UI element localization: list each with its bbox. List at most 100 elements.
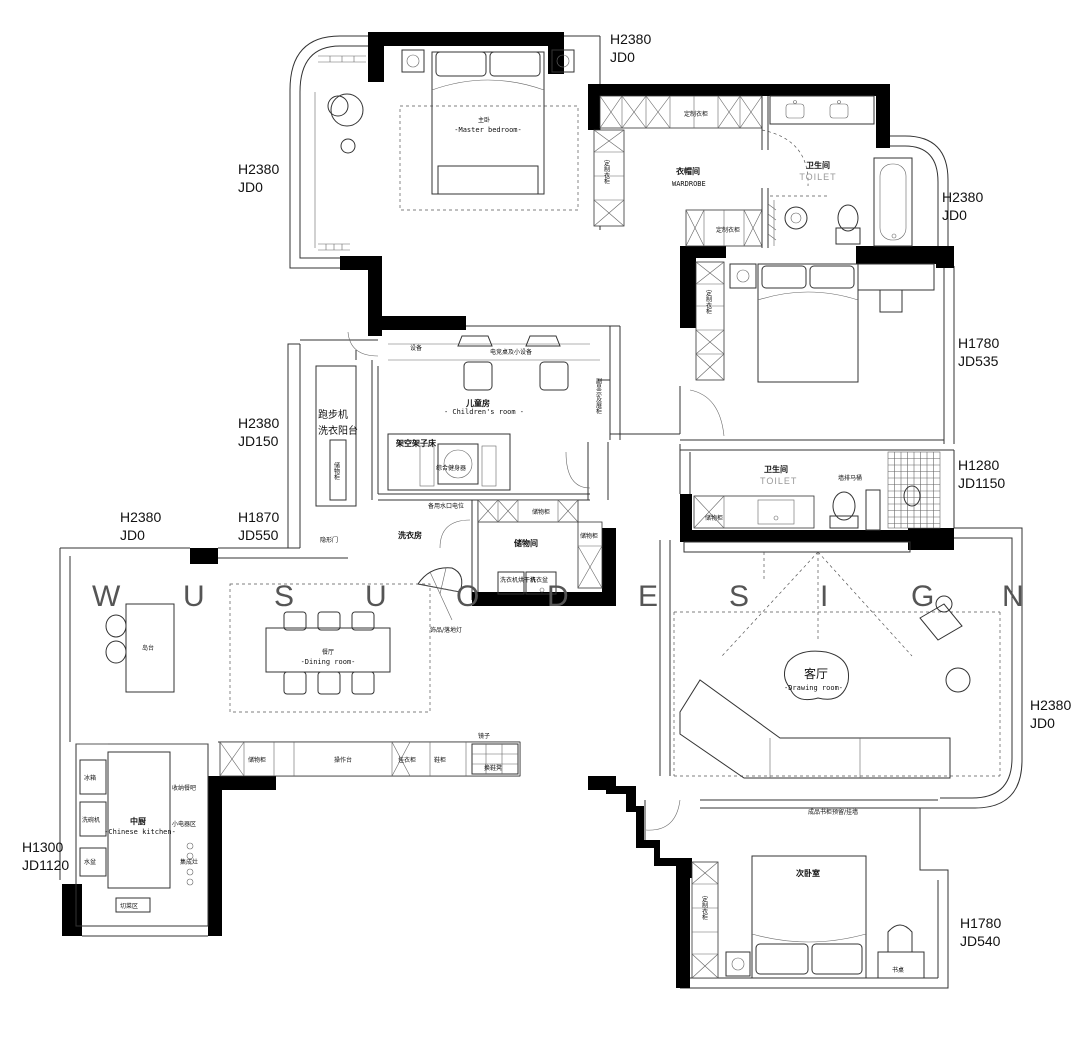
second-bedroom: 成品书柜预留/挂墙 定制衣柜 次卧室 书桌 [645, 799, 925, 979]
room-name: 衣帽间 [676, 166, 700, 176]
room-name: 储物间 [513, 538, 538, 548]
coat-cabinet-label: 挂衣柜 [398, 756, 416, 764]
beam-note: JD150 [238, 433, 279, 449]
watermark-letter: S [274, 580, 294, 613]
cabinet-label-vertical: 储物柜 [333, 461, 340, 481]
room-name: 卫生间 [764, 464, 788, 474]
watermark-letter: N [1002, 580, 1024, 613]
height-notes: H2380 JD0 H2380 JD0 H2380 JD0 H1780 JD53… [22, 31, 1071, 949]
height-note: H2380 [120, 509, 161, 525]
height-note: H1280 [958, 457, 999, 473]
room-name-en: TOILET [799, 172, 836, 182]
dishwasher-label: 洗碗机 [82, 816, 100, 824]
watermark-letter: W [92, 580, 121, 613]
room-name-en: WARDROBE [672, 180, 706, 188]
beam-note: JD1120 [22, 857, 69, 873]
height-note: H2380 [942, 189, 983, 205]
room-name: 餐厅 [322, 648, 334, 656]
height-note: H2380 [238, 415, 279, 431]
desk-label: 电竞桌及小设备 [490, 348, 532, 356]
beam-note: JD540 [960, 933, 1001, 949]
beam-note: JD0 [1030, 715, 1055, 731]
room-name-en: -Drawing room- [784, 684, 843, 692]
room-name-en: TOILET [760, 476, 797, 486]
washer-label: 洗衣机烘干机 [500, 576, 536, 584]
beam-note: JD535 [958, 353, 999, 369]
room-name: 儿童房 [465, 398, 490, 408]
watermark-letter: O [456, 580, 479, 613]
basin-label: 洗衣盆 [530, 576, 548, 584]
room-name-en: -Dining room- [301, 658, 356, 666]
door-label: 隐形门 [320, 536, 338, 544]
room-name: 主卧 [478, 116, 490, 124]
height-note: H1780 [958, 335, 999, 351]
room-name-en: -Chinese kitchen- [104, 828, 176, 836]
height-note: H1870 [238, 509, 279, 525]
island-label: 岛台 [142, 644, 154, 652]
room-name-en: - Children's room - [444, 408, 524, 416]
bench-label: 换鞋凳 [484, 764, 502, 772]
watermark-letter: D [547, 580, 569, 613]
fitness-label: 综合健身器 [436, 464, 466, 472]
water-point-label: 备用水口电位 [428, 502, 464, 510]
watermark-letter: E [638, 580, 658, 613]
watermark-letter: I [820, 580, 828, 613]
room-name: 次卧室 [796, 868, 820, 878]
storage-room: 储物柜 储物柜 储物间 洗衣机烘干机 洗衣盆 [477, 499, 603, 595]
shoe-cabinet-label: 鞋柜 [434, 756, 446, 764]
structural-walls [62, 32, 954, 988]
beam-note: JD1150 [958, 475, 1005, 491]
cabinet-label: 定制衣柜 [716, 226, 740, 234]
watermark-letter: U [365, 580, 387, 613]
watermark-letter: G [911, 580, 934, 613]
beam-note: JD0 [610, 49, 635, 65]
desk-label: 书桌 [892, 966, 904, 974]
bar-label: 收纳餐吧 [172, 784, 196, 792]
dining-room: 餐厅 -Dining room- 岛台 饰品/落地灯 储物柜 操作台 挂衣柜 鞋… [105, 567, 521, 777]
right-bedroom: 定制衣柜 [689, 261, 935, 437]
laundry-balcony: 跑步机 洗衣阳台 储物柜 隐形门 洗衣房 [315, 331, 471, 549]
mirror-label: 镜子 [478, 732, 490, 740]
bookshelf-label: 成品书柜预留/挂墙 [808, 808, 858, 816]
childrens-room: 设备 电竞桌及小设备 副显示及展柜 儿童房 - Children's room … [387, 335, 602, 510]
cabinet-label: 储物柜 [580, 532, 598, 540]
room-name: 客厅 [804, 666, 828, 681]
cabinet-label-vertical: 定制衣柜 [705, 289, 712, 315]
height-note: H2380 [1030, 697, 1071, 713]
cabinet-label: 储物柜 [532, 508, 550, 516]
watermark-letter: U [183, 580, 205, 613]
stove-label: 集成灶 [180, 858, 198, 866]
treadmill-label: 跑步机 [318, 408, 348, 421]
wardrobe: 定制衣柜 定制衣柜 定制衣柜 衣帽间 WARDROBE [593, 95, 809, 248]
room-name: 洗衣房 [398, 530, 422, 540]
height-note: H1300 [22, 839, 63, 855]
kitchen: 冰箱 洗碗机 水盆 中厨 -Chinese kitchen- 收纳餐吧 小电器区… [75, 743, 209, 927]
cabinet-label-vertical: 定制衣柜 [603, 159, 610, 185]
appliance-label: 小电器区 [172, 820, 196, 828]
master-bedroom: 主卧 -Master bedroom- [318, 49, 579, 251]
floor-lamp-icon [417, 567, 463, 621]
height-note: H1780 [960, 915, 1001, 931]
lamp-label: 饰品/落地灯 [430, 626, 462, 634]
cabinet-label: 定制衣柜 [684, 110, 708, 118]
room-name: 卫生间 [806, 160, 830, 170]
beam-note: JD550 [238, 527, 279, 543]
cabinet-label: 储物柜 [705, 514, 723, 522]
height-note: H2380 [238, 161, 279, 177]
equipment-label: 设备 [410, 344, 422, 352]
living-room: 客厅 -Drawing room- [673, 541, 1001, 779]
beam-note: JD0 [942, 207, 967, 223]
beam-note: JD0 [238, 179, 263, 195]
watermark-letter: S [729, 580, 749, 613]
outer-walls [59, 35, 1023, 989]
cabinet-label-vertical: 定制衣柜 [701, 895, 708, 921]
bed-label: 架空架子床 [395, 438, 437, 448]
room-name: 中厨 [130, 816, 146, 826]
cabinet-label: 储物柜 [248, 756, 266, 764]
cutting-label: 切菜区 [120, 902, 138, 910]
beam-note: JD0 [120, 527, 145, 543]
sink-label: 水盆 [84, 858, 96, 866]
display-label: 副显示及展柜 [595, 377, 602, 415]
